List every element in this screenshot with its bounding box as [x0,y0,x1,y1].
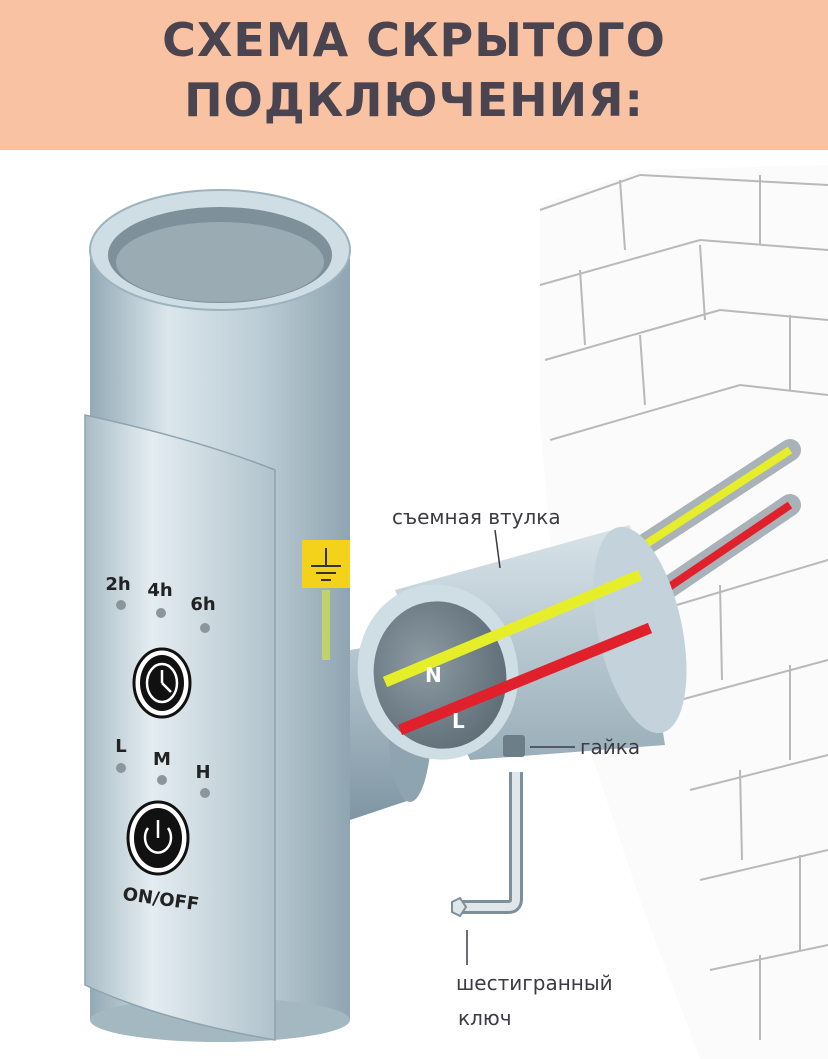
power-level-indicators: L M H [115,736,211,798]
timer-4h-label: 4h [147,580,172,601]
level-l-led [116,763,126,773]
timer-2h-led [116,600,126,610]
hex-key[interactable] [451,772,523,965]
level-h-label: H [195,762,210,783]
timer-indicators: 2h 4h 6h [105,574,216,633]
timer-4h-led [156,608,166,618]
title-line-1: СХЕМА СКРЫТОГО [162,13,666,67]
timer-6h-label: 6h [190,594,215,615]
clock-icon [145,662,179,704]
level-m-label: M [153,749,171,770]
supply-cables [629,439,801,611]
hex-key-label-line-1: шестигранный [456,971,613,995]
timer-2h-label: 2h [105,574,130,595]
timer-6h-led [200,623,210,633]
neutral-wire-label: N [425,663,442,687]
nut-label: гайка [580,735,641,759]
nut [503,735,525,757]
control-panel [84,414,276,1041]
connection-diagram: N L 2h 4h 6h [84,165,828,1059]
live-wire-label: L [452,709,465,733]
sleeve-pointer [494,529,501,569]
brick-wall [539,165,828,1059]
hex-key-label-line-2: ключ [458,1006,512,1030]
wires-in-sleeve [382,569,653,736]
level-h-led [200,788,210,798]
power-icon [143,820,173,854]
title-line-2: ПОДКЛЮЧЕНИЯ: [184,73,644,127]
ground-symbol-icon [302,540,350,660]
level-m-led [157,775,167,785]
power-button[interactable] [126,800,190,876]
sleeve-label: съемная втулка [392,505,561,529]
header-banner [0,0,828,150]
timer-button[interactable] [132,647,192,719]
level-l-label: L [115,736,126,757]
page-title: СХЕМА СКРЫТОГО ПОДКЛЮЧЕНИЯ: [0,10,828,130]
